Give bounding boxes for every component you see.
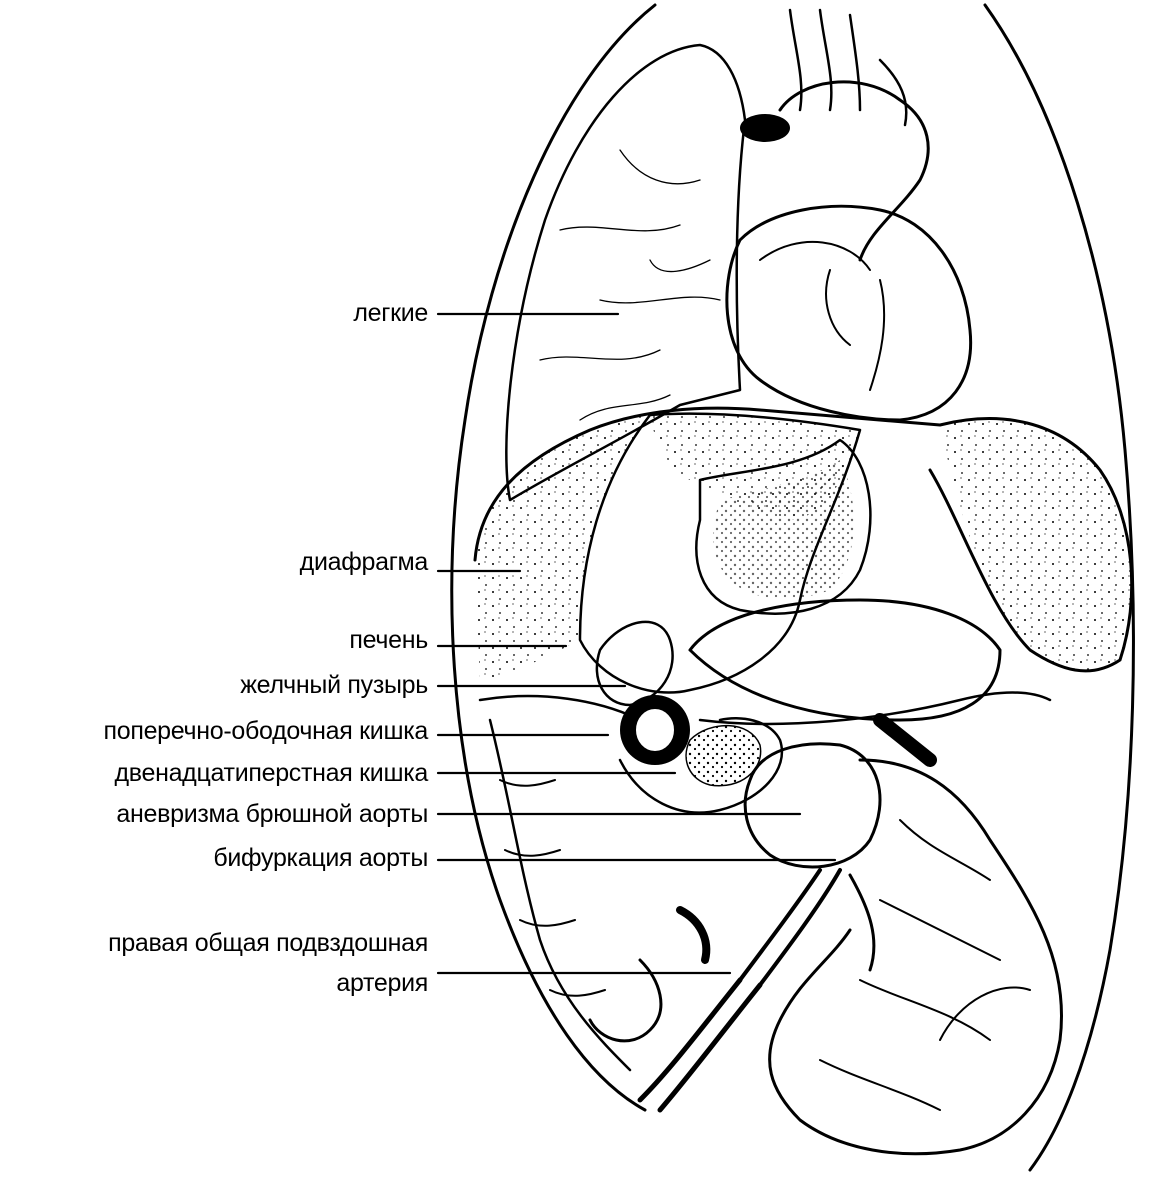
colon-right-lumen: [873, 713, 937, 767]
aorta-bifurcation: [738, 868, 842, 987]
heart-outline: [725, 204, 973, 422]
stomach-outline: [695, 438, 872, 615]
small-intestine-coils: [768, 758, 1063, 1156]
ascending-colon: [488, 718, 632, 1072]
right-iliac-artery: [637, 977, 763, 1113]
label-right-iliac-line1: правая общая подвздошная: [108, 929, 428, 957]
cecum-hook: [676, 906, 711, 964]
label-aneurysm: аневризма брюшной аорты: [116, 800, 428, 828]
cecum: [588, 958, 663, 1043]
label-gallbladder: желчный пузырь: [240, 671, 428, 699]
body-outline-left: [450, 3, 657, 1112]
diaphragm-fill-right: [940, 418, 1132, 671]
greater-curvature: [688, 598, 1002, 722]
vessel-shadow: [740, 114, 790, 142]
duodenum-outline: [618, 716, 784, 814]
leader-lines: [436, 312, 837, 975]
great-vessels: [788, 8, 908, 127]
label-lungs: легкие: [353, 299, 428, 327]
label-transverse-colon: поперечно-ободочная кишка: [103, 717, 428, 745]
intestine-folds: [819, 819, 1031, 1111]
aneurysm-outline: [743, 742, 882, 869]
body-outline-right: [983, 3, 1135, 1172]
lung-vessels: [539, 149, 721, 421]
label-duodenum: двенадцатиперстная кишка: [114, 759, 428, 787]
heart-detail: [759, 240, 886, 391]
left-iliac-artery: [848, 873, 876, 972]
colon-lumen-inner: [634, 707, 676, 753]
aortic-arch: [778, 80, 930, 262]
label-bifurcation: бифуркация аорты: [213, 844, 428, 872]
label-right-iliac-line2: артерия: [336, 969, 428, 997]
stomach-fill: [713, 460, 854, 599]
gallbladder-outline: [595, 620, 674, 707]
diaphragm-fill-left: [475, 415, 650, 680]
label-liver: печень: [349, 626, 428, 654]
label-diaphragm: диафрагма: [299, 548, 429, 576]
duodenum-fill: [685, 724, 762, 787]
colon-haustra: [499, 779, 606, 997]
